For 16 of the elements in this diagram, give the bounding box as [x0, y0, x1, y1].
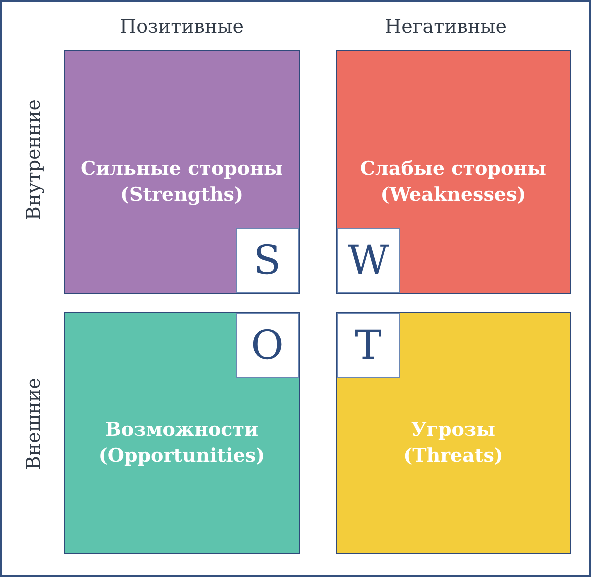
- quadrant-title: Сильные стороны (Strengths): [80, 157, 284, 208]
- swot-letter-tile: S: [236, 228, 299, 293]
- quadrant-title: Слабые стороны (Weaknesses): [359, 157, 548, 208]
- column-header: Позитивные: [120, 15, 244, 39]
- quadrant-title: Угрозы (Threats): [402, 418, 504, 469]
- quadrant-title: Возможности (Opportunities): [98, 418, 266, 469]
- row-header: Внутренние: [22, 100, 46, 220]
- quadrant-panel: [64, 312, 300, 554]
- quadrant-panel: [64, 50, 300, 294]
- swot-letter-tile: W: [337, 228, 400, 293]
- column-header: Негативные: [385, 15, 507, 39]
- swot-letter-tile: T: [337, 313, 400, 378]
- quadrant-panel: [336, 50, 571, 294]
- quadrant-panel: [336, 312, 571, 554]
- row-header: Внешние: [22, 378, 46, 470]
- swot-letter-tile: O: [236, 313, 299, 378]
